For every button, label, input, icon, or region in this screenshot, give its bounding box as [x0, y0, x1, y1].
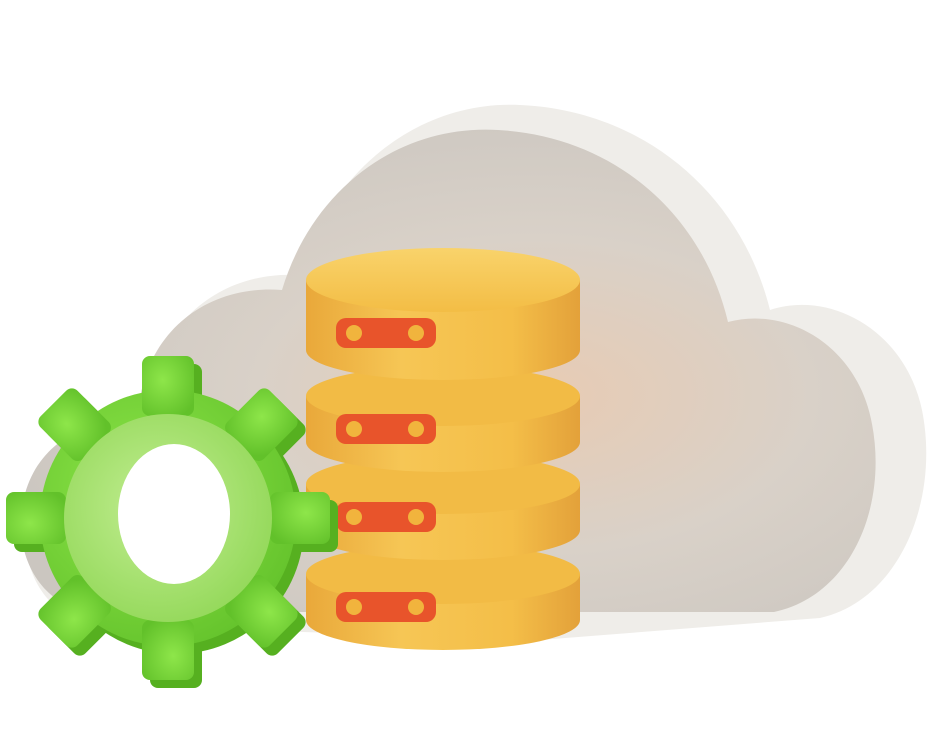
indicator-light: [346, 325, 362, 341]
indicator-panel: [336, 318, 436, 348]
gear-hole: [118, 444, 230, 584]
indicator-light: [346, 599, 362, 615]
database-server-icon: [306, 248, 580, 650]
indicator-panel: [336, 592, 436, 622]
server-disk-4: [306, 544, 580, 650]
indicator-light: [346, 421, 362, 437]
server-disk-3: [306, 454, 580, 560]
indicator-light: [408, 509, 424, 525]
indicator-light: [408, 421, 424, 437]
server-disk-1: [306, 248, 580, 380]
indicator-light: [408, 599, 424, 615]
indicator-light: [346, 509, 362, 525]
gear-icon: [6, 356, 338, 688]
server-disk-2: [306, 366, 580, 472]
indicator-light: [408, 325, 424, 341]
indicator-panel: [336, 502, 436, 532]
indicator-panel: [336, 414, 436, 444]
